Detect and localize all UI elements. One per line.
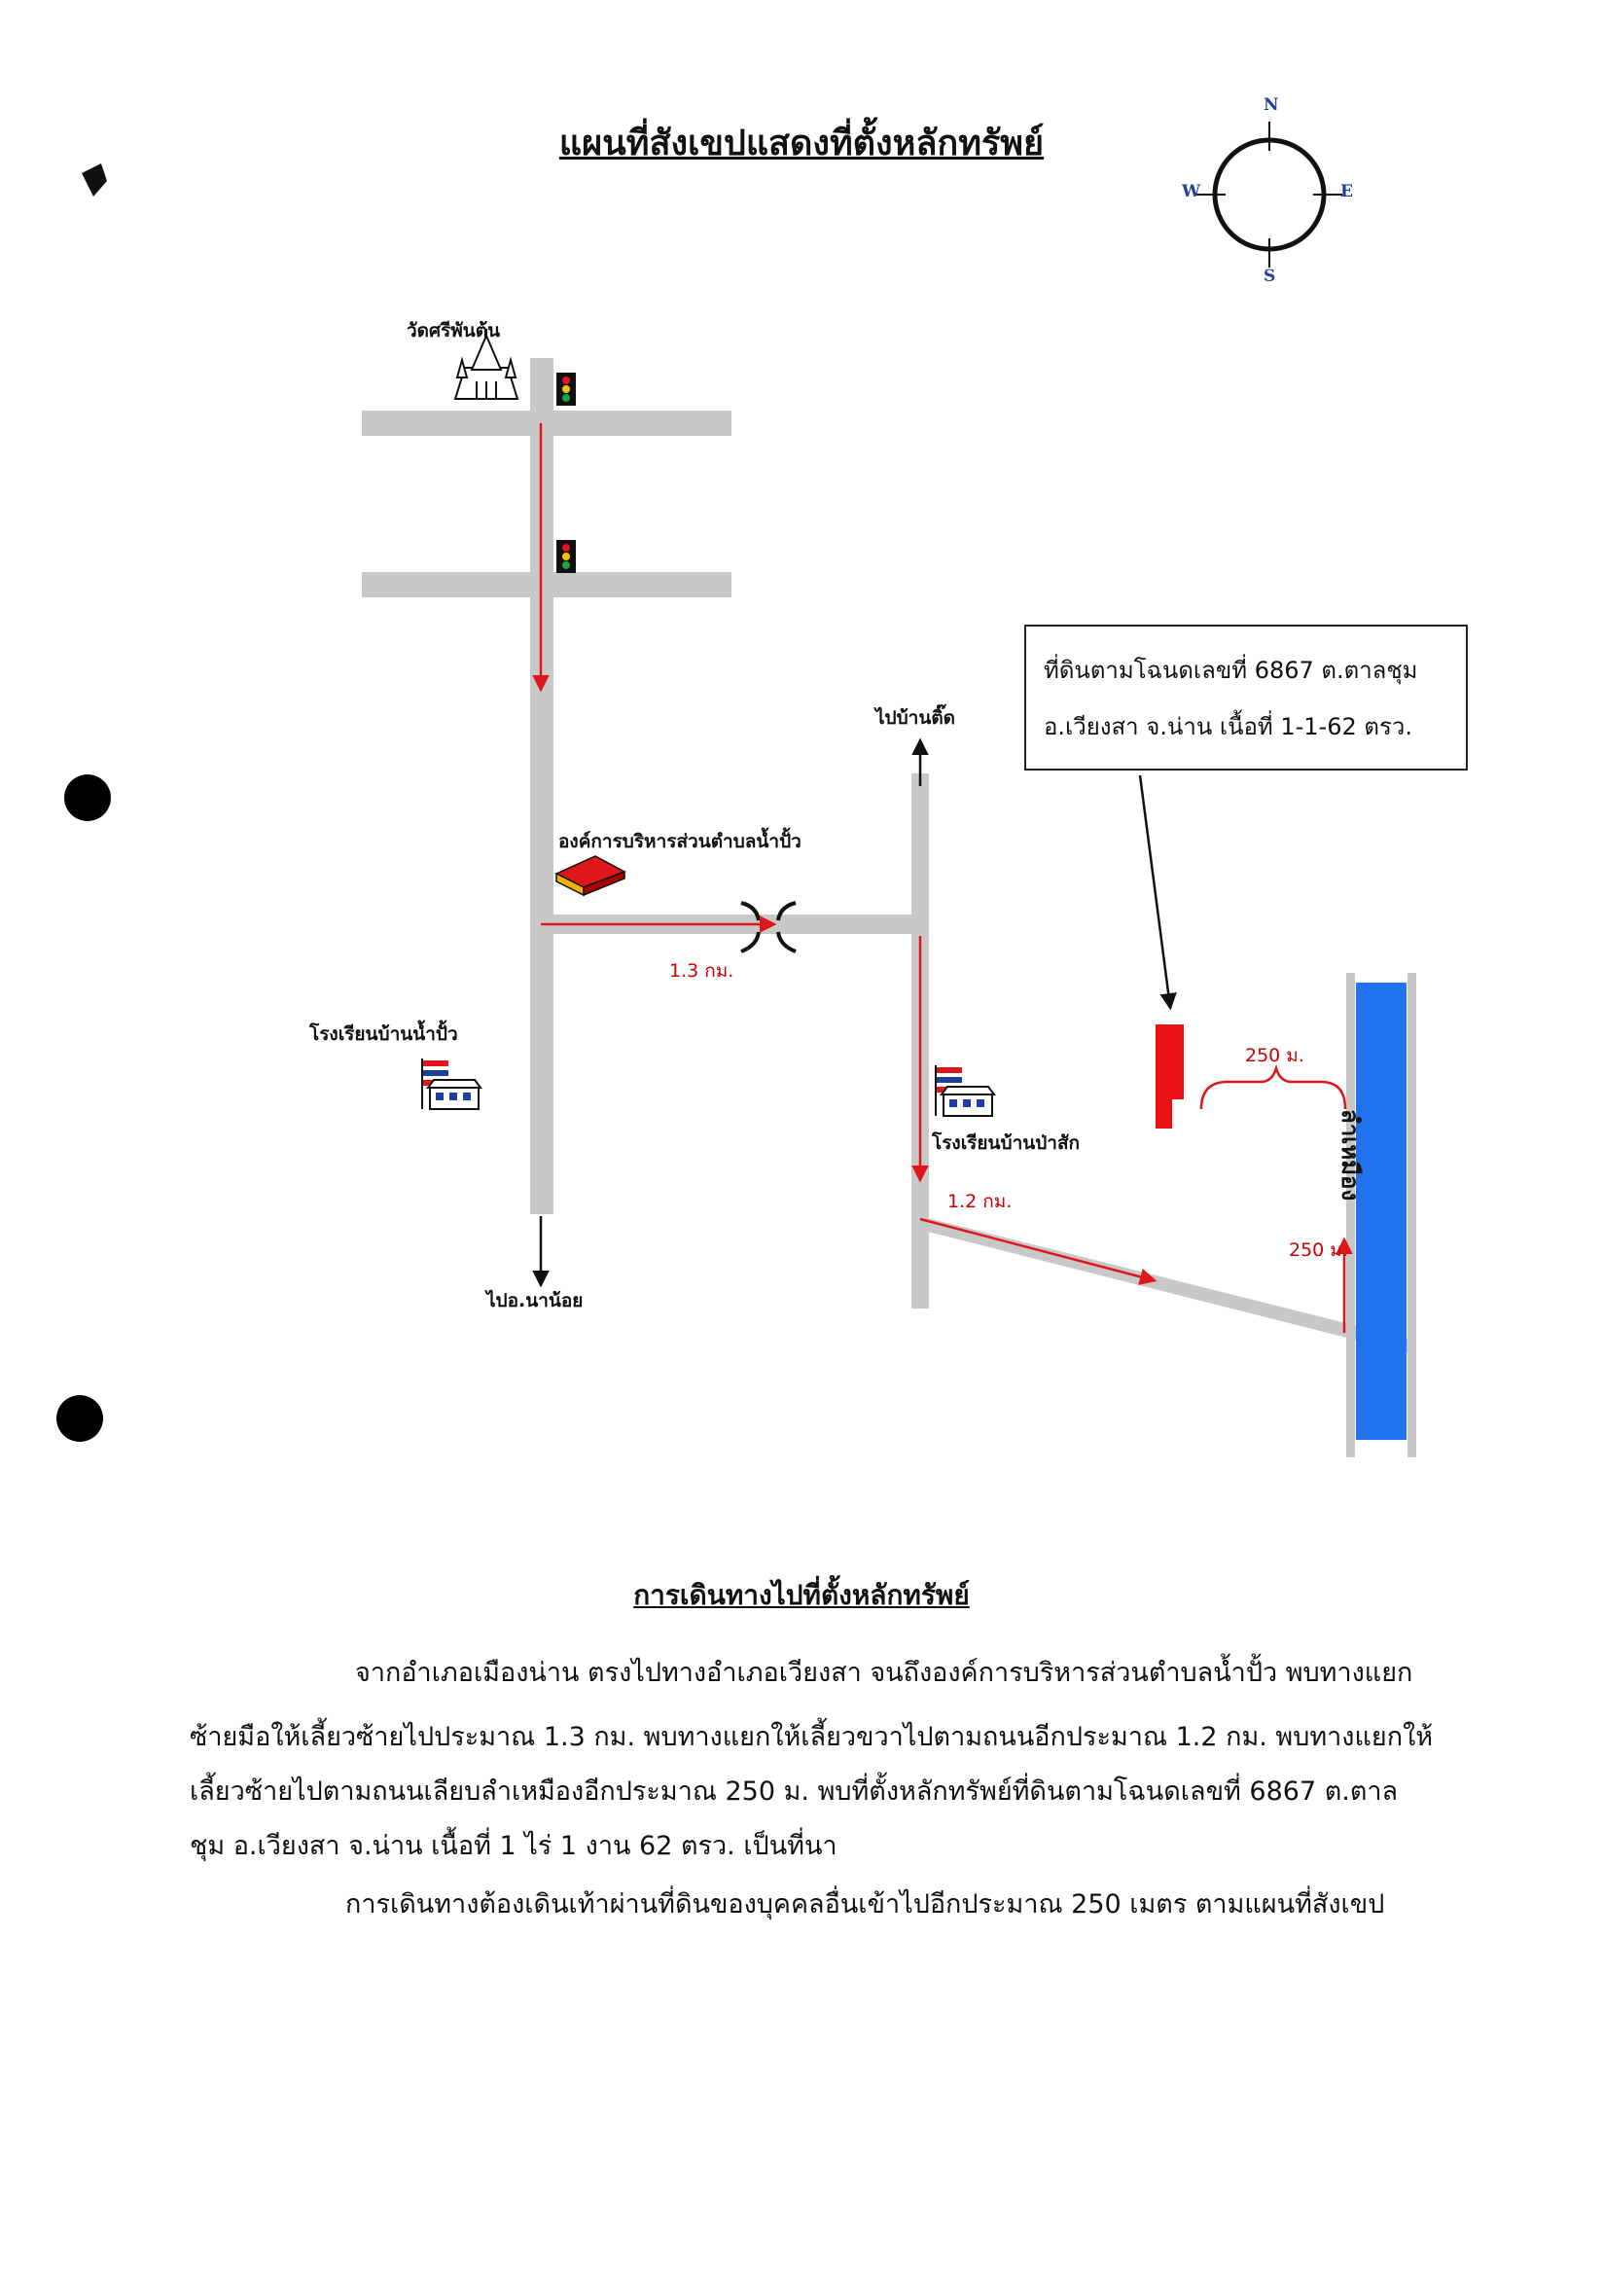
river-bank-left bbox=[1346, 973, 1355, 1457]
label-tao-office: องค์การบริหารส่วนตำบลน้ำปั้ว bbox=[558, 831, 802, 852]
land-plot bbox=[1156, 1024, 1184, 1129]
binder-hole bbox=[56, 1395, 103, 1442]
map-title: แผนที่สังเขปแสดงที่ตั้งหลักทรัพย์ bbox=[558, 124, 1045, 163]
binder-hole bbox=[64, 774, 111, 821]
distance-label: 250 ม. bbox=[1289, 1239, 1348, 1261]
route-path bbox=[532, 423, 1353, 1333]
river bbox=[1356, 983, 1407, 1440]
pointer-arrow bbox=[1138, 774, 1177, 1011]
directions-line: ซ้ายมือให้เลี้ยวซ้ายไปประมาณ 1.3 กม. พบท… bbox=[190, 1722, 1434, 1752]
distance-label: 1.2 กม. bbox=[947, 1191, 1013, 1212]
compass-east: E bbox=[1340, 182, 1353, 201]
directions-heading: การเดินทางไปที่ตั้งหลักทรัพย์ bbox=[633, 1579, 970, 1611]
directions-line: การเดินทางต้องเดินเท้าผ่านที่ดินของบุคคล… bbox=[345, 1889, 1385, 1919]
label-school-nampua: โรงเรียนบ้านน้ำปั้ว bbox=[309, 1023, 458, 1045]
school-icon bbox=[935, 1065, 996, 1117]
office-building-icon bbox=[554, 855, 626, 897]
distance-label: 1.3 กม. bbox=[669, 960, 734, 982]
traffic-light-icon bbox=[556, 540, 576, 573]
school-icon bbox=[421, 1058, 482, 1110]
directions-line: ชุม อ.เวียงสา จ.น่าน เนื้อที่ 1 ไร่ 1 งา… bbox=[190, 1831, 837, 1861]
distance-brace bbox=[1199, 1063, 1347, 1110]
temple-icon bbox=[453, 329, 519, 400]
label-school-pasak: โรงเรียนบ้านป่าสัก bbox=[932, 1132, 1081, 1154]
label-temple: วัดศรีพันต้น bbox=[407, 320, 501, 341]
land-info-box: ที่ดินตามโฉนดเลขที่ 6867 ต.ตาลชุม อ.เวีย… bbox=[1024, 625, 1468, 771]
traffic-light-icon bbox=[556, 373, 576, 406]
compass-west: W bbox=[1182, 182, 1201, 201]
directions-line: จากอำเภอเมืองน่าน ตรงไปทางอำเภอเวียงสา จ… bbox=[355, 1658, 1413, 1688]
compass-north: N bbox=[1264, 95, 1279, 115]
directions-line: เลี้ยวซ้ายไปตามถนนเลียบลำเหมืองอีกประมาณ… bbox=[190, 1776, 1399, 1807]
land-info-line: อ.เวียงสา จ.น่าน เนื้อที่ 1-1-62 ตรว. bbox=[1044, 713, 1412, 740]
land-info-line: ที่ดินตามโฉนดเลขที่ 6867 ต.ตาลชุม bbox=[1044, 657, 1418, 684]
scan-mark bbox=[82, 163, 107, 197]
compass-rose bbox=[1196, 122, 1342, 268]
label-to-ban-tid: ไปบ้านติ๊ด bbox=[875, 707, 956, 729]
compass-south: S bbox=[1264, 267, 1276, 286]
distance-label: 250 ม. bbox=[1245, 1045, 1304, 1066]
label-to-na-noi: ไปอ.นาน้อย bbox=[486, 1290, 584, 1311]
label-river: ลำเหมือง bbox=[1336, 1109, 1364, 1202]
bridge-icon bbox=[740, 901, 797, 953]
river-bank-right bbox=[1407, 973, 1416, 1457]
